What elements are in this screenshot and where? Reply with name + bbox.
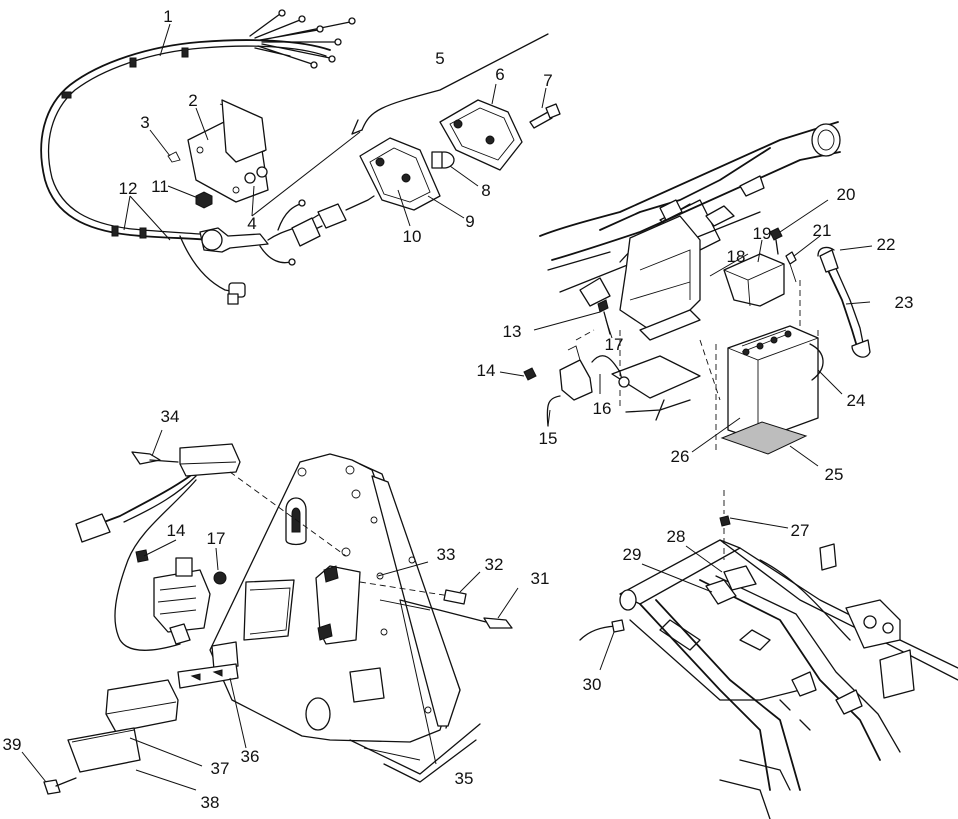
callout-22: 22 — [877, 235, 896, 254]
leader-lines — [21, 23, 873, 791]
callout-6: 6 — [495, 65, 504, 84]
callout-3: 3 — [140, 113, 149, 132]
callout-19: 19 — [753, 224, 772, 243]
callout-33: 33 — [437, 545, 456, 564]
callout-20: 20 — [837, 185, 856, 204]
callout-15: 15 — [539, 429, 558, 448]
callout-35: 35 — [455, 769, 474, 788]
callout-21: 21 — [813, 221, 832, 240]
ignition-panel-assembly — [43, 443, 513, 795]
callout-12: 12 — [119, 179, 138, 198]
callout-39: 39 — [3, 735, 22, 754]
callout-37: 37 — [211, 759, 230, 778]
callout-23: 23 — [895, 293, 914, 312]
callout-13: 13 — [503, 322, 522, 341]
callout-16: 16 — [593, 399, 612, 418]
callout-17-lower: 17 — [207, 529, 226, 548]
callout-18: 18 — [727, 247, 746, 266]
callout-29: 29 — [623, 545, 642, 564]
callout-4: 4 — [247, 214, 256, 233]
callout-11: 11 — [151, 177, 169, 196]
callout-28: 28 — [667, 527, 686, 546]
callout-labels: 1 2 3 4 5 6 7 8 9 10 11 12 13 14 15 16 1… — [3, 7, 914, 812]
callout-24: 24 — [847, 391, 866, 410]
callout-36: 36 — [241, 747, 260, 766]
callout-31: 31 — [531, 569, 550, 588]
callout-7: 7 — [543, 71, 552, 90]
callout-27: 27 — [791, 521, 810, 540]
callout-26: 26 — [671, 447, 690, 466]
callout-34: 34 — [161, 407, 180, 426]
callout-5: 5 — [435, 49, 444, 68]
rear-frame-assembly — [579, 490, 958, 819]
callout-14: 14 — [477, 361, 496, 380]
wiring-harness-assembly — [40, 9, 561, 305]
callout-10: 10 — [403, 227, 422, 246]
callout-30: 30 — [583, 675, 602, 694]
callout-14-lower: 14 — [167, 521, 186, 540]
callout-17: 17 — [605, 335, 624, 354]
callout-25: 25 — [825, 465, 844, 484]
callout-8: 8 — [481, 181, 490, 200]
callout-9: 9 — [465, 212, 474, 231]
callout-38: 38 — [201, 793, 220, 812]
callout-2: 2 — [188, 91, 197, 110]
frame-battery-assembly — [523, 121, 871, 455]
callout-1: 1 — [163, 7, 172, 26]
callout-32: 32 — [485, 555, 504, 574]
